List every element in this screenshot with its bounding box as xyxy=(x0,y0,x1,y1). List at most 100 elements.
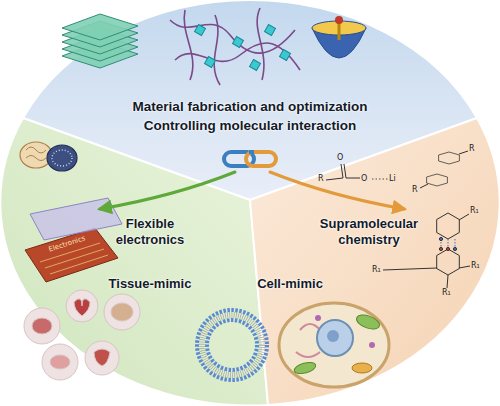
sector-heading: Flexible electronics xyxy=(108,216,192,248)
chem-structures-part xyxy=(326,164,360,180)
chem-structures-part xyxy=(439,237,442,240)
sector-shape xyxy=(248,112,500,406)
connector-arrow xyxy=(100,172,235,209)
polymer-network-part xyxy=(214,15,220,85)
organ-circles xyxy=(24,290,140,380)
atom-label: Li xyxy=(389,175,396,183)
sector-shape xyxy=(0,112,270,406)
chem-structures-part xyxy=(439,247,442,250)
atom-label: R xyxy=(469,145,475,153)
layered-sheets-part xyxy=(62,42,138,68)
cell-drawing-part xyxy=(317,320,353,356)
layered-sheets-part xyxy=(62,14,138,40)
cell-drawing-part xyxy=(352,363,372,373)
atom-label: R xyxy=(412,186,418,194)
atom-label: R₁ xyxy=(470,207,479,215)
polymer-network-part xyxy=(257,8,264,80)
brain-icons xyxy=(20,142,77,171)
crosslink-cubes-part xyxy=(195,25,206,36)
chain-link-part xyxy=(224,152,254,166)
host-bowl xyxy=(312,16,366,58)
cell-drawing-part xyxy=(296,324,340,357)
host-bowl-part xyxy=(338,22,341,40)
connector-arrow xyxy=(270,172,404,209)
cell-drawing-part xyxy=(279,303,389,387)
atom-label: O xyxy=(337,154,343,162)
crosslink-cubes-part xyxy=(205,57,216,68)
flexible-device xyxy=(25,198,122,282)
sector-fill xyxy=(0,118,268,406)
sector-heading: Supramolecular chemistry xyxy=(312,216,426,248)
brain-icons-part xyxy=(26,147,46,161)
cell-drawing-part xyxy=(293,360,317,375)
sector-heading: Material fabrication and optimization xyxy=(90,99,410,115)
liposome-part xyxy=(202,315,262,375)
chain-link xyxy=(224,152,276,166)
layered-sheets-part xyxy=(62,21,138,47)
atom-label: O xyxy=(361,175,367,183)
flexible-device-part xyxy=(30,198,122,240)
atom-label: R xyxy=(318,175,324,183)
crosslink-cubes-part xyxy=(265,25,276,36)
cell-drawing-part xyxy=(369,342,375,348)
cell-drawing-part xyxy=(327,330,339,342)
layered-sheets-part xyxy=(62,35,138,61)
flexible-device-part xyxy=(40,243,108,274)
polymer-network-part xyxy=(184,10,193,80)
brain-icons-part xyxy=(20,142,52,168)
polymer-network-part xyxy=(175,43,300,70)
polymer-network xyxy=(170,8,300,85)
organ-circles-part xyxy=(111,303,133,321)
chem-structures-part xyxy=(427,174,448,186)
chem-structures-part xyxy=(453,247,456,250)
layered-sheets-part xyxy=(62,28,138,54)
sector-region: Flexible electronicsTissue-mimic xyxy=(0,112,270,406)
chain-link-part xyxy=(249,150,254,154)
organ-circles-part xyxy=(50,355,70,369)
chem-structures-part xyxy=(446,247,449,250)
organ-circles-part xyxy=(32,318,52,334)
host-bowl-part xyxy=(312,28,366,58)
chem-structures-part-part xyxy=(437,213,460,239)
brain-icons-part xyxy=(52,150,72,166)
crosslink-cubes-part xyxy=(280,50,291,61)
chem-structures-part-part xyxy=(439,152,460,164)
organ-circles-part xyxy=(85,341,119,375)
flexible-device-part xyxy=(25,228,118,282)
host-bowl-part xyxy=(335,16,343,24)
cell-drawing-part xyxy=(355,312,382,331)
polymer-network-part xyxy=(170,20,295,53)
organ-circles-part xyxy=(24,308,60,344)
cell-drawing-part xyxy=(315,315,321,321)
layered-sheets xyxy=(62,14,138,68)
organ-circles-part xyxy=(42,344,78,380)
cell-drawing xyxy=(279,303,389,387)
sector-fill xyxy=(250,118,500,405)
atom-label: R₁ xyxy=(372,266,381,274)
organ-circles-part xyxy=(104,294,140,330)
chem-structures-part xyxy=(439,152,460,164)
atom-label: R₁ xyxy=(442,289,451,297)
liposome xyxy=(197,310,267,380)
chain-link-part xyxy=(246,152,276,166)
chem-structures-part xyxy=(420,151,468,188)
chem-structures xyxy=(326,151,470,288)
sector-heading: Controlling molecular interaction xyxy=(90,118,410,134)
atom-label: R₁ xyxy=(471,262,480,270)
chem-structures-part xyxy=(441,239,455,249)
chem-structures-part xyxy=(437,249,460,275)
sector-heading: Cell-mimic xyxy=(248,276,332,292)
chem-structures-part-part xyxy=(427,174,448,186)
brain-icons-part xyxy=(47,145,77,171)
chem-structures-part-part xyxy=(437,249,460,275)
crosslink-cubes-part xyxy=(250,60,261,71)
chem-structures-part xyxy=(437,213,460,239)
crosslink-cubes xyxy=(195,25,291,71)
device-label: Electronics xyxy=(48,235,86,253)
host-bowl-part xyxy=(312,21,366,35)
sector-heading: Tissue-mimic xyxy=(100,276,200,292)
crosslink-cubes-part xyxy=(233,37,244,48)
chem-structures-part xyxy=(383,214,470,288)
